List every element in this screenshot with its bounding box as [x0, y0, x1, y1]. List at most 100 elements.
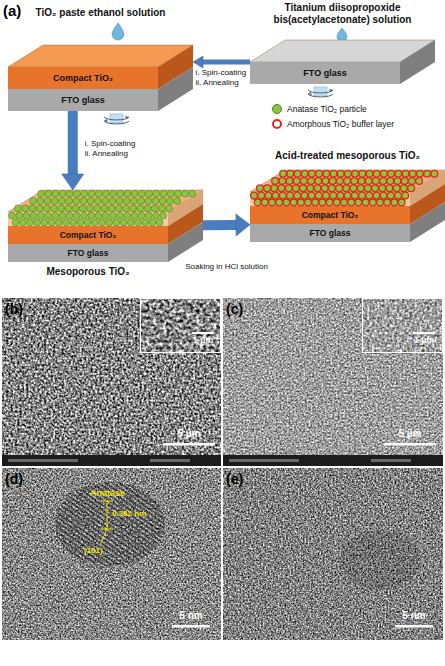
tio2-particle [330, 170, 337, 177]
tio2-particle [416, 178, 423, 185]
scale-label: 5 nm [396, 610, 432, 622]
tio2-particle [402, 170, 409, 177]
tio2-particle [409, 170, 416, 177]
tio2-particle [366, 170, 373, 177]
tio2-particle [153, 190, 160, 197]
slab-front [8, 226, 168, 244]
panel-letter: (a) [3, 2, 21, 19]
tio2-particle [34, 219, 41, 226]
tio2-particle [337, 170, 344, 177]
tio2-particle [362, 199, 369, 206]
tio2-particle [166, 205, 173, 212]
tio2-particle [167, 190, 174, 197]
panel-letter: (d) [5, 471, 23, 487]
tio2-particle [122, 205, 129, 212]
tio2-particle [377, 199, 384, 206]
tio2-particle [86, 205, 93, 212]
tio2-particle [66, 198, 73, 205]
tio2-particle [45, 190, 52, 197]
tio2-particle [358, 178, 365, 185]
tio2-particle [142, 219, 149, 226]
tio2-particle [67, 190, 74, 197]
tio2-particle [279, 192, 286, 199]
tio2-particle [44, 198, 51, 205]
tio2-particle [30, 198, 37, 205]
tio2-particle [401, 178, 408, 185]
tio2-particle [359, 192, 366, 199]
tio2-particle [369, 199, 376, 206]
slab-side [400, 40, 435, 84]
tio2-particle [326, 199, 333, 206]
process-arrow [62, 111, 84, 190]
tio2-particle [322, 178, 329, 185]
tio2-particle [379, 185, 386, 192]
spin-chuck [104, 114, 129, 124]
tio2-particle [271, 185, 278, 192]
tio2-particle [402, 192, 409, 199]
tio2-particle [315, 178, 322, 185]
tio2-particle [344, 192, 351, 199]
tio2-particle [158, 205, 165, 212]
tio2-particle [110, 190, 117, 197]
layer-label: Compact TiO₂ [250, 206, 410, 224]
tio2-particle [95, 198, 102, 205]
tio2-particle [285, 185, 292, 192]
tio2-particle [280, 170, 287, 177]
tio2-particle [398, 199, 405, 206]
tio2-particle [117, 212, 124, 219]
tio2-particle [145, 212, 152, 219]
tio2-particle [144, 205, 151, 212]
tio2-particle [264, 185, 271, 192]
tio2-particle [109, 198, 116, 205]
tio2-particle [312, 199, 319, 206]
tio2-particle [124, 190, 131, 197]
scale-label: 5 µm [390, 428, 430, 440]
tio2-particle [386, 185, 393, 192]
tio2-particle [130, 205, 137, 212]
tio2-particle [9, 212, 16, 219]
tio2-particle [84, 219, 91, 226]
tio2-particle [146, 190, 153, 197]
tio2-particle [137, 205, 144, 212]
tio2-particle [123, 198, 130, 205]
tio2-particle [333, 199, 340, 206]
tio2-particle [70, 219, 77, 226]
tio2-particle [106, 219, 113, 226]
tio2-particle [372, 185, 379, 192]
arrow-head [193, 56, 203, 68]
tio2-particle [286, 178, 293, 185]
tio2-particle [182, 190, 189, 197]
layer-label: Compact TiO₂ [8, 67, 158, 89]
tio2-particle [307, 185, 314, 192]
sample-stack: Mesoporous TiO₂Compact TiO₂FTO glass [8, 190, 203, 262]
tio2-particle [160, 190, 167, 197]
tio2-particle [373, 192, 380, 199]
tio2-particle [309, 170, 316, 177]
tio2-particle [115, 205, 122, 212]
scale-label: 5 nm [173, 610, 209, 622]
sem-panel [2, 298, 221, 466]
arrow-shaft [203, 60, 250, 65]
slab-front [8, 244, 168, 262]
tio2-particle [351, 178, 358, 185]
tio2-particle [355, 199, 362, 206]
layer-label: FTO glass [8, 89, 158, 111]
tio2-particle [145, 198, 152, 205]
tio2-particle [359, 170, 366, 177]
slab-front [250, 206, 410, 224]
tio2-particle [23, 212, 30, 219]
sample-stack: Titanium diisopropoxide bis(acetylaceton… [250, 40, 435, 84]
step-label: i. Spin-coating ii. Annealing [196, 68, 251, 88]
slab-front [250, 192, 410, 206]
spin-chuck [308, 87, 333, 97]
tio2-particle [81, 190, 88, 197]
tio2-particle [124, 212, 131, 219]
tio2-particle [380, 178, 387, 185]
tio2-particle [117, 190, 124, 197]
layer-band: FTO glass [8, 244, 168, 262]
scale-label: 5 µm [169, 428, 209, 440]
tio2-particle [113, 219, 120, 226]
tio2-particle [138, 198, 145, 205]
tio2-particle [400, 185, 407, 192]
